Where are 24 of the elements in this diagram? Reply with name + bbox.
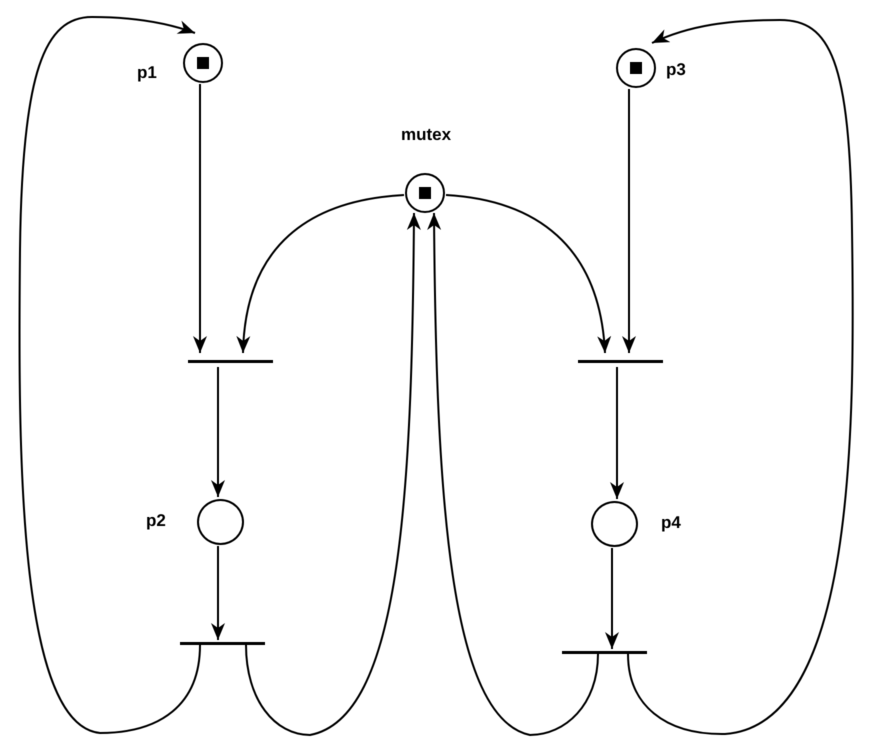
arc-arrow: [245, 212, 421, 736]
arc-arrow: [627, 19, 854, 735]
transition-bar: [180, 642, 265, 645]
token: [419, 187, 431, 199]
arc-arrow: [605, 548, 619, 649]
arc-arrow: [622, 89, 636, 353]
token: [630, 62, 642, 74]
arc-arrow: [193, 84, 207, 353]
arc-arrow: [211, 367, 225, 497]
transition-bar: [562, 651, 647, 654]
place-label: p3: [666, 60, 686, 80]
arc-arrow: [211, 546, 225, 640]
arc-arrow: [610, 367, 624, 499]
token: [197, 57, 209, 69]
place-label: p4: [661, 513, 681, 533]
transition-bar: [578, 360, 663, 363]
arc-arrow: [446, 194, 610, 354]
arc-arrow: [237, 194, 404, 354]
place-label: p2: [146, 511, 166, 531]
arc-arrow: [427, 212, 599, 736]
place-label: mutex: [401, 125, 452, 145]
place-label: p1: [137, 63, 157, 83]
arc-arrow: [18, 16, 201, 734]
transition-bar: [188, 360, 273, 363]
